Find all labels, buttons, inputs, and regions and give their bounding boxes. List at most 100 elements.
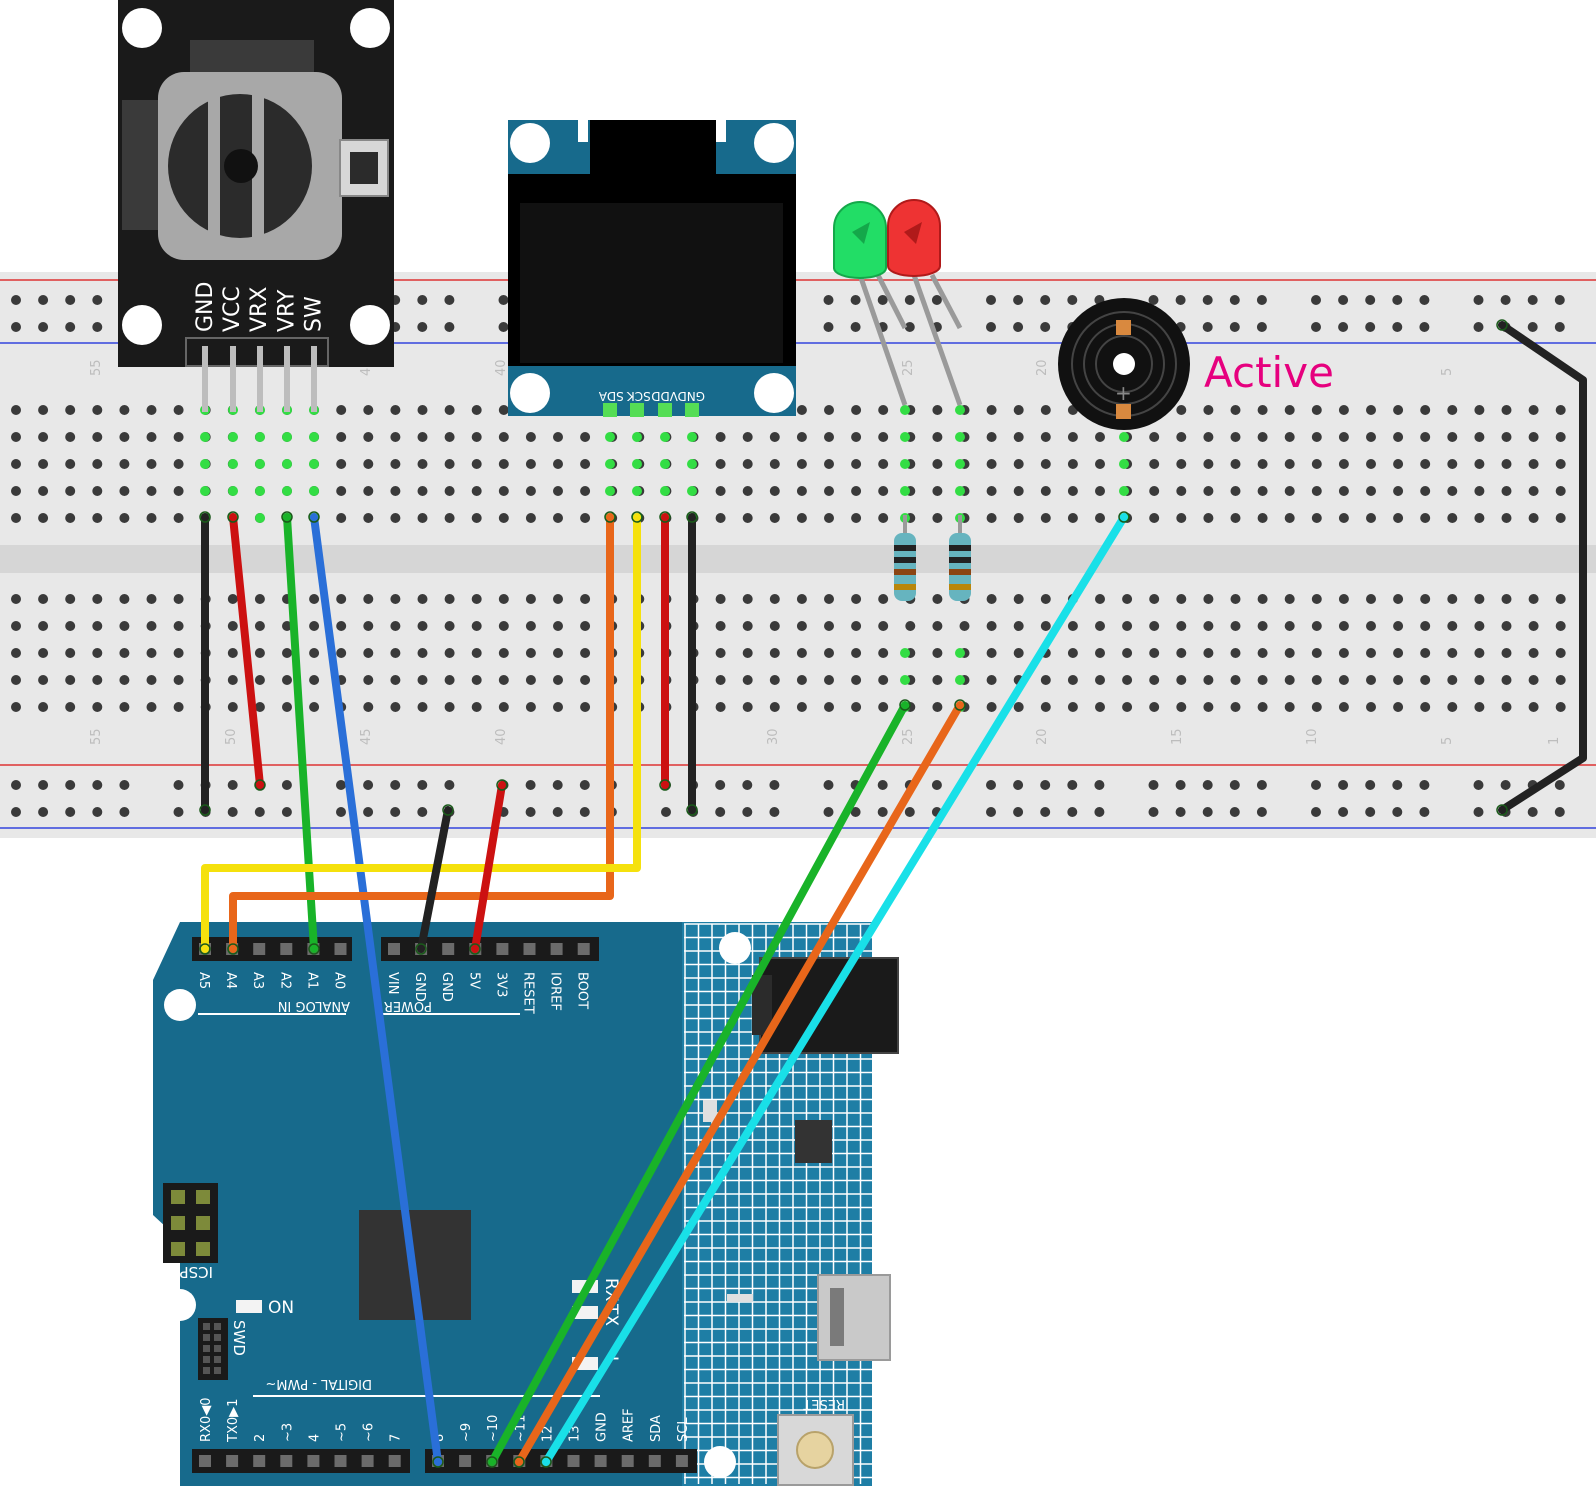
breadboard-hole[interactable] (1067, 459, 1078, 469)
breadboard-hole[interactable] (742, 648, 753, 658)
breadboard-hole[interactable] (417, 648, 428, 658)
breadboard-hole[interactable] (823, 780, 834, 790)
breadboard-hole[interactable] (742, 702, 753, 712)
breadboard-hole[interactable] (1230, 405, 1241, 415)
header-pin[interactable] (280, 1455, 293, 1467)
breadboard-hole[interactable] (444, 780, 455, 790)
breadboard-hole[interactable] (38, 322, 49, 332)
breadboard-hole[interactable] (904, 807, 915, 817)
breadboard-hole[interactable] (1501, 594, 1512, 604)
breadboard-hole[interactable] (742, 594, 753, 604)
breadboard-hole[interactable] (1122, 594, 1133, 604)
breadboard-hole[interactable] (471, 513, 482, 523)
breadboard-hole[interactable] (1230, 702, 1241, 712)
breadboard-hole[interactable] (1501, 432, 1512, 442)
breadboard-hole[interactable] (281, 780, 292, 790)
breadboard-hole[interactable] (1447, 594, 1458, 604)
breadboard-hole[interactable] (11, 702, 21, 712)
breadboard-hole[interactable] (1365, 807, 1376, 817)
breadboard-hole[interactable] (579, 807, 590, 817)
breadboard-hole[interactable] (1067, 432, 1078, 442)
breadboard-hole[interactable] (553, 486, 563, 496)
breadboard-hole[interactable] (417, 322, 428, 332)
breadboard-hole[interactable] (92, 675, 103, 685)
breadboard-hole[interactable] (1176, 675, 1187, 685)
breadboard-hole[interactable] (1095, 648, 1105, 658)
breadboard-hole[interactable] (11, 807, 21, 817)
breadboard-hole[interactable] (471, 621, 482, 631)
breadboard-hole[interactable] (1338, 513, 1349, 523)
breadboard-hole[interactable] (796, 513, 807, 523)
breadboard-hole[interactable] (11, 594, 21, 604)
breadboard-hole[interactable] (11, 432, 21, 442)
breadboard-hole[interactable] (65, 459, 76, 469)
breadboard-hole[interactable] (173, 486, 184, 496)
breadboard-hole[interactable] (1366, 594, 1376, 604)
breadboard-hole[interactable] (1040, 780, 1051, 790)
breadboard-hole[interactable] (1203, 675, 1214, 685)
breadboard-hole[interactable] (173, 648, 184, 658)
breadboard-hole[interactable] (1149, 621, 1160, 631)
breadboard-hole[interactable] (1040, 621, 1051, 631)
breadboard-hole[interactable] (851, 405, 862, 415)
breadboard-hole[interactable] (851, 432, 862, 442)
breadboard-hole[interactable] (931, 295, 942, 305)
breadboard-hole[interactable] (1501, 621, 1512, 631)
breadboard-hole[interactable] (1176, 432, 1187, 442)
breadboard-hole[interactable] (769, 513, 780, 523)
breadboard-hole[interactable] (1311, 486, 1322, 496)
breadboard-hole[interactable] (471, 675, 482, 685)
breadboard-hole[interactable] (525, 432, 536, 442)
breadboard-hole[interactable] (38, 432, 49, 442)
breadboard-hole[interactable] (1257, 486, 1268, 496)
breadboard-hole[interactable] (932, 432, 943, 442)
breadboard-hole[interactable] (1067, 648, 1078, 658)
breadboard-hole[interactable] (1040, 295, 1051, 305)
breadboard-hole[interactable] (146, 675, 157, 685)
breadboard-hole[interactable] (227, 702, 238, 712)
breadboard-hole[interactable] (146, 594, 157, 604)
header-pin[interactable] (594, 1455, 607, 1467)
breadboard-hole[interactable] (878, 702, 889, 712)
breadboard-hole[interactable] (363, 780, 374, 790)
breadboard-hole[interactable] (227, 648, 238, 658)
breadboard-hole[interactable] (498, 295, 509, 305)
breadboard-hole[interactable] (444, 648, 455, 658)
breadboard-hole[interactable] (309, 594, 320, 604)
breadboard-hole[interactable] (119, 513, 130, 523)
breadboard-hole[interactable] (1203, 702, 1214, 712)
breadboard-hole[interactable] (878, 459, 889, 469)
breadboard-hole[interactable] (498, 459, 509, 469)
header-pin[interactable] (577, 943, 590, 955)
breadboard-hole[interactable] (92, 594, 103, 604)
breadboard-hole[interactable] (850, 807, 861, 817)
breadboard-hole[interactable] (1474, 594, 1485, 604)
header-pin[interactable] (388, 1455, 401, 1467)
breadboard-hole[interactable] (1202, 780, 1213, 790)
header-pin[interactable] (226, 1455, 239, 1467)
breadboard-hole[interactable] (824, 621, 834, 631)
breadboard-hole[interactable] (498, 621, 509, 631)
breadboard-hole[interactable] (1366, 513, 1376, 523)
breadboard-hole[interactable] (92, 405, 103, 415)
breadboard-hole[interactable] (1148, 295, 1159, 305)
breadboard-hole[interactable] (1095, 486, 1105, 496)
breadboard-hole[interactable] (417, 807, 428, 817)
breadboard-hole[interactable] (1230, 648, 1241, 658)
breadboard-hole[interactable] (1284, 594, 1295, 604)
breadboard-hole[interactable] (851, 702, 862, 712)
breadboard-hole[interactable] (1149, 648, 1160, 658)
breadboard-hole[interactable] (498, 513, 509, 523)
breadboard-hole[interactable] (1474, 621, 1485, 631)
breadboard-hole[interactable] (498, 486, 509, 496)
breadboard-hole[interactable] (390, 780, 401, 790)
breadboard-hole[interactable] (1284, 432, 1295, 442)
breadboard-hole[interactable] (1420, 405, 1431, 415)
breadboard-hole[interactable] (796, 594, 807, 604)
breadboard-hole[interactable] (1311, 621, 1322, 631)
breadboard-hole[interactable] (715, 675, 726, 685)
breadboard-hole[interactable] (1528, 486, 1539, 496)
breadboard-hole[interactable] (1284, 675, 1295, 685)
breadboard-hole[interactable] (1149, 675, 1160, 685)
breadboard-hole[interactable] (471, 702, 482, 712)
